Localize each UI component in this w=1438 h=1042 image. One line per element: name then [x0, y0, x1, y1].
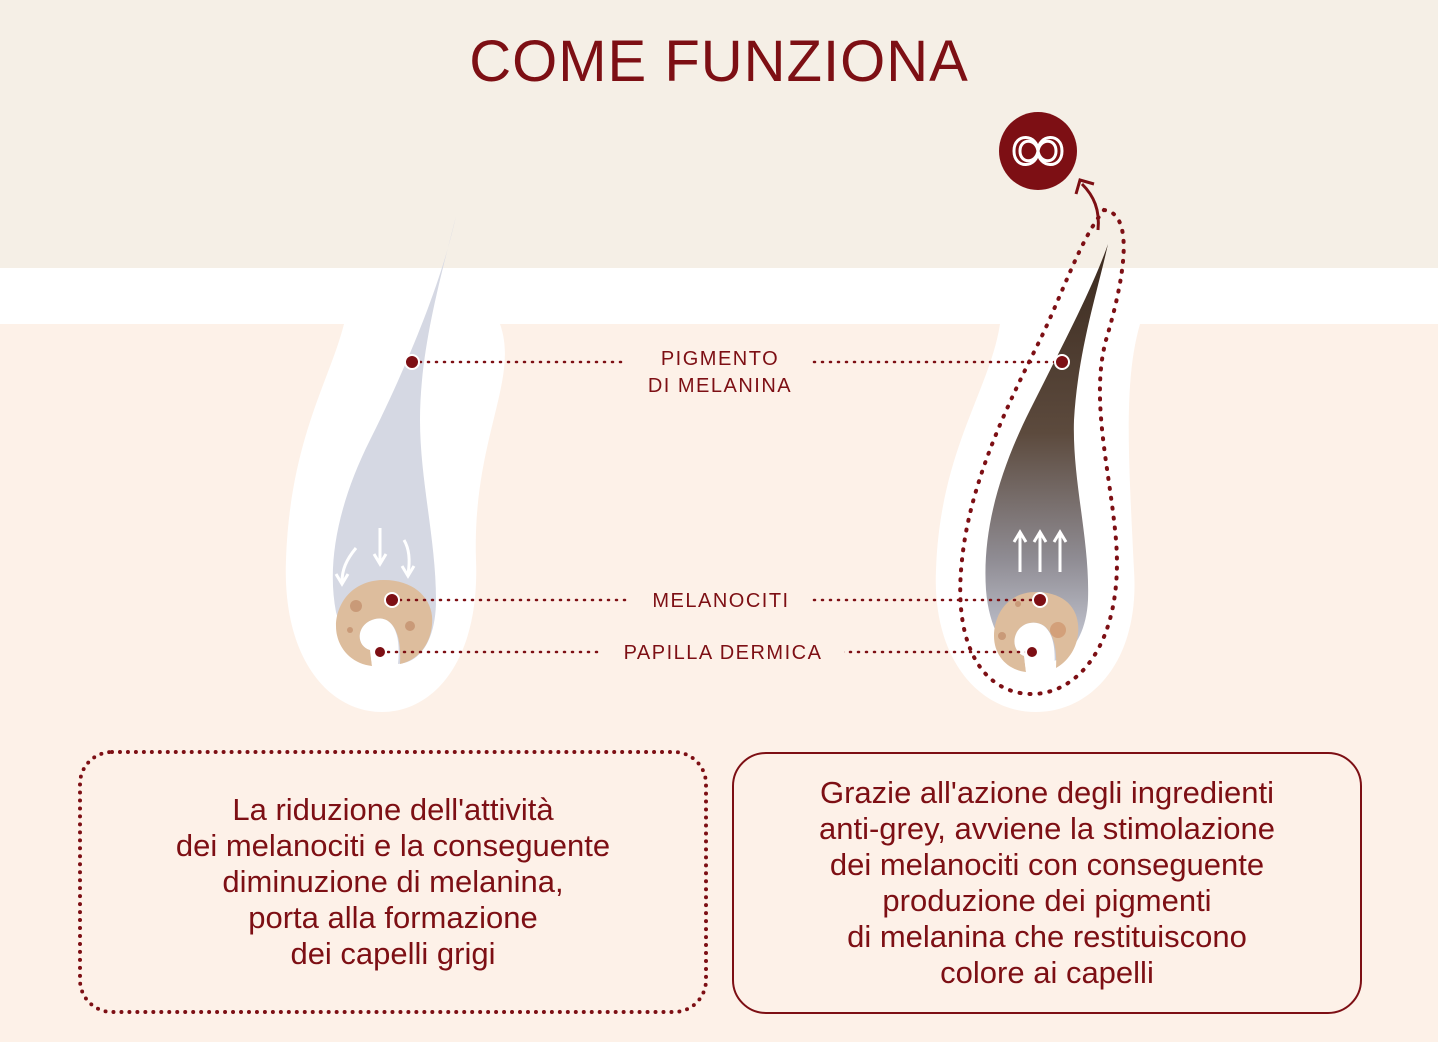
grey-hair-description: La riduzione dell'attività dei melanocit… — [78, 750, 708, 1014]
label-pigment: PIGMENTO DI MELANINA — [628, 346, 812, 400]
top-band — [0, 0, 1438, 268]
papilla-marker-right — [1025, 645, 1039, 659]
pigment-marker-right — [1054, 354, 1070, 370]
left-papilla — [359, 618, 399, 666]
down-arrows-icon — [334, 528, 416, 587]
papilla-marker-left — [373, 645, 387, 659]
colored-hair-description-text: Grazie all'azione degli ingredienti anti… — [818, 775, 1276, 990]
pigment-marker-left — [404, 354, 420, 370]
stimulation-outline — [958, 207, 1126, 697]
grey-hair-bulb — [336, 580, 433, 666]
melanocytes-marker-left — [384, 592, 400, 608]
up-arrows-icon — [1012, 529, 1068, 572]
curved-arrow-icon — [1074, 178, 1100, 231]
pigmented-hair-bulb — [994, 592, 1079, 672]
label-papilla: PAPILLA DERMICA — [602, 640, 844, 667]
grey-hair-description-text: La riduzione dell'attività dei melanocit… — [175, 792, 611, 971]
colored-hair-description: Grazie all'azione degli ingredienti anti… — [732, 752, 1362, 1014]
skin-surface-band — [0, 268, 1438, 324]
pigmented-hair — [985, 244, 1108, 664]
melanocytes-marker-right — [1032, 592, 1048, 608]
grey-hair — [332, 216, 456, 664]
label-pigment-text: PIGMENTO DI MELANINA — [647, 348, 793, 397]
label-melanocytes: MELANOCITI — [632, 588, 810, 615]
infinity-knot-icon — [1012, 136, 1064, 166]
page-title: COME FUNZIONA — [469, 29, 969, 94]
